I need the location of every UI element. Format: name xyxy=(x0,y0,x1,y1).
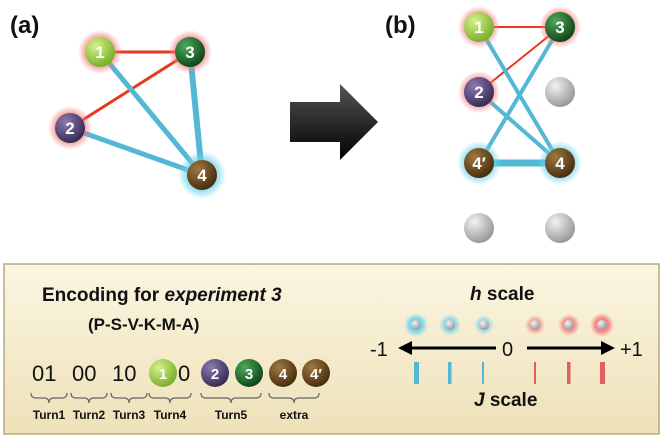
turn-label-4: Turn4 xyxy=(154,408,187,422)
right-arrowhead-icon xyxy=(601,341,615,355)
svg-text:4′: 4′ xyxy=(472,154,486,173)
left-arrowhead-icon xyxy=(398,341,412,355)
svg-text:4: 4 xyxy=(555,154,565,173)
node-b2: 2 xyxy=(458,71,500,113)
panel-b-label: (b) xyxy=(385,12,416,39)
code-turn4: 0 xyxy=(178,361,190,386)
node-b-empty-3 xyxy=(545,213,575,243)
turn-label-2: Turn2 xyxy=(73,408,106,422)
svg-text:4: 4 xyxy=(197,166,207,185)
code-turn3: 10 xyxy=(112,361,136,386)
svg-text:3: 3 xyxy=(185,43,194,62)
node-b-empty-1 xyxy=(545,77,575,107)
node-a2: 2 xyxy=(48,106,92,150)
svg-text:1: 1 xyxy=(95,43,104,62)
node-b-empty-2 xyxy=(464,213,494,243)
svg-text:4: 4 xyxy=(279,366,288,383)
turn-label-5: Turn5 xyxy=(215,408,248,422)
code-token-1: 1 xyxy=(149,359,177,387)
node-a1: 1 xyxy=(78,30,122,74)
svg-text:1: 1 xyxy=(159,366,167,383)
node-a4: 4 xyxy=(178,151,226,199)
svg-text:1: 1 xyxy=(474,18,483,37)
svg-text:3: 3 xyxy=(245,366,253,383)
svg-text:4′: 4′ xyxy=(310,366,322,383)
encoding-subtitle: (P-S-V-K-M-A) xyxy=(88,315,199,334)
turn-label-1: Turn1 xyxy=(33,408,66,422)
node-a3: 3 xyxy=(168,30,212,74)
edge-1-4 xyxy=(98,50,204,177)
code-token-3: 3 xyxy=(235,359,263,387)
svg-text:3: 3 xyxy=(555,18,564,37)
svg-text:2: 2 xyxy=(474,83,483,102)
code-turn2: 00 xyxy=(72,361,96,386)
j-scale-label: J scale xyxy=(474,390,537,411)
edge-b3-b4p xyxy=(477,25,562,165)
code-turn1: 01 xyxy=(32,361,56,386)
node-b4: 4 xyxy=(538,141,582,185)
h-scale-dots xyxy=(404,313,614,337)
panel-a-label: (a) xyxy=(10,12,39,39)
turn-label-3: Turn3 xyxy=(113,408,146,422)
scale-left-value: -1 xyxy=(370,339,388,361)
h-scale-label: h scale xyxy=(470,284,534,305)
scale-right-value: +1 xyxy=(620,339,643,361)
node-b1: 1 xyxy=(458,6,500,48)
turn-label-extra: extra xyxy=(280,408,309,422)
code-token-2: 2 xyxy=(201,359,229,387)
j-scale-bars xyxy=(414,362,605,384)
code-token-4prime: 4′ xyxy=(302,359,330,387)
encoding-title: Encoding for experiment 3 xyxy=(42,285,282,306)
turn-braces xyxy=(30,392,320,404)
svg-text:2: 2 xyxy=(211,366,219,383)
node-b3: 3 xyxy=(539,6,581,48)
transform-arrow-icon xyxy=(290,84,378,160)
scale-zero-value: 0 xyxy=(502,339,513,361)
code-token-4: 4 xyxy=(269,359,297,387)
node-b4prime: 4′ xyxy=(457,141,501,185)
svg-text:2: 2 xyxy=(65,119,74,138)
